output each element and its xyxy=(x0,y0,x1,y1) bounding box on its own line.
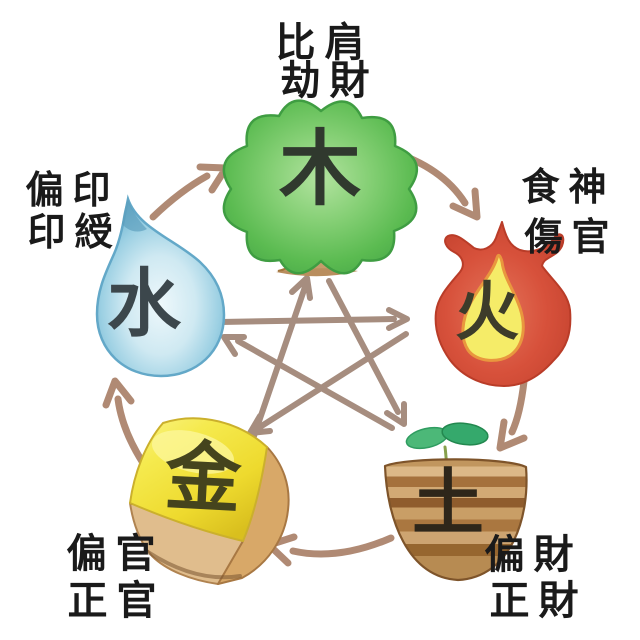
water-drop-body xyxy=(95,194,226,378)
overcoming-arrow-water-to-fire xyxy=(218,307,410,331)
overcoming-cycle-arrows xyxy=(218,275,410,439)
water-label-line-2: 印綬 xyxy=(27,210,122,254)
ingot-right-face xyxy=(217,446,290,585)
water-drop-illustration xyxy=(95,194,226,378)
generating-arrow-earth-to-metal xyxy=(265,533,395,567)
soil-mound xyxy=(383,458,528,582)
earth-label-line-2: 正財 xyxy=(489,578,588,624)
earth-mound-illustration xyxy=(383,422,528,582)
metal-ingot-illustration xyxy=(129,417,290,585)
fire-flame-illustration xyxy=(434,221,572,387)
fire-character: 火 xyxy=(455,276,519,350)
flame-inner xyxy=(461,253,525,362)
wood-label-line-2: 劫財 xyxy=(280,58,379,104)
generating-arrow-metal-to-water xyxy=(102,377,147,467)
ingot-bottom-shadow xyxy=(146,550,242,580)
overcoming-arrow-earth-to-water xyxy=(221,334,395,431)
water-drop-tip-shade xyxy=(122,199,147,232)
wood-tree-illustration xyxy=(222,99,419,277)
fire-label-line-1: 食神 xyxy=(521,165,616,209)
wood-character: 木 xyxy=(278,122,362,217)
sprout-leaf-right xyxy=(441,422,489,446)
earth-label-line-1: 偏財 xyxy=(484,532,583,578)
tree-canopy xyxy=(222,99,419,275)
metal-label-line-2: 正官 xyxy=(67,578,166,624)
earth-character: 土 xyxy=(411,461,485,545)
metal-label-line-1: 偏官 xyxy=(66,531,165,577)
overcoming-arrow-wood-to-earth xyxy=(326,278,407,427)
water-character: 水 xyxy=(107,261,181,347)
fire-label-line-2: 傷官 xyxy=(524,215,619,259)
metal-character: 金 xyxy=(162,431,244,524)
ingot-highlight xyxy=(151,430,235,474)
water-label-line-1: 偏印 xyxy=(25,168,120,212)
generating-arrow-water-to-wood xyxy=(149,163,230,221)
wood-label-line-1: 比肩 xyxy=(275,20,374,66)
